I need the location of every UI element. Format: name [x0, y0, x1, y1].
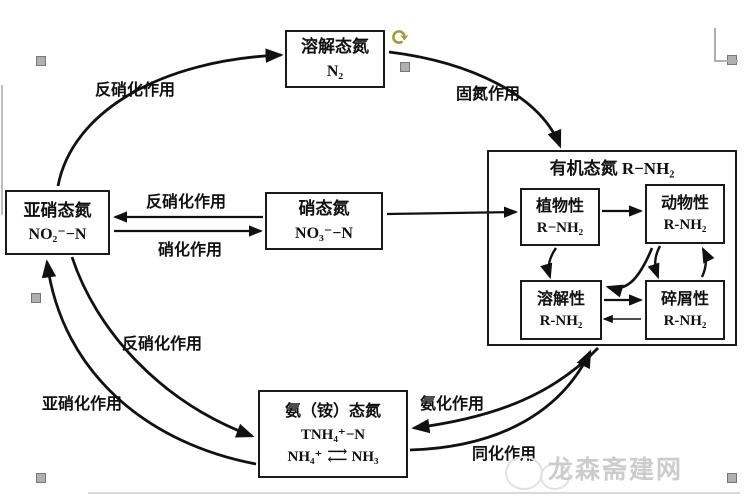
box-formula: TNH₄⁺−N [300, 426, 366, 443]
arrow-nitrite-to-n2 [56, 48, 284, 187]
arrow-right-icon: ⟶ [327, 445, 347, 461]
equilibrium-left: NH₄⁺ [287, 449, 323, 465]
box-title: 植物性 [535, 197, 584, 215]
box-dissolved-n2: 溶解态氮 N₂ [285, 30, 385, 88]
label-denitrification-top: 反硝化作用 [95, 82, 176, 99]
page-margin-line [88, 492, 740, 494]
box-title: 溶解态氮 [301, 37, 369, 57]
watermark-logo [505, 456, 543, 490]
box-organic-nitrogen: 有机态氮 R−NH₂ [487, 150, 737, 346]
arrow-organic-to-ammonium [411, 347, 600, 434]
equilibrium-row: NH₄⁺ ⟶ ⟵ NH₃ [288, 446, 379, 469]
selection-handle[interactable] [31, 293, 41, 303]
label-nitrosation: 亚硝化作用 [42, 396, 123, 413]
box-nitrate: 硝态氮 NO₃⁻−N [265, 192, 383, 250]
box-title: 动物性 [660, 194, 709, 212]
box-formula: R-NH₂ [539, 312, 583, 329]
box-nitrite: 亚硝态氮 NO₂⁻−N [5, 190, 110, 255]
box-ammonium: 氨（铵）态氮 TNH₄⁺−N NH₄⁺ ⟶ ⟵ NH₃ [258, 390, 408, 478]
page-corner-mark [714, 60, 738, 62]
rotation-handle-icon[interactable]: ⟳ [390, 25, 411, 51]
label-nitrification: 硝化作用 [158, 242, 223, 259]
box-plant-organic: 植物性 R−NH₂ [520, 188, 600, 246]
box-formula: N₂ [326, 62, 344, 80]
watermark-text: 龙森斋建网 [548, 457, 684, 484]
box-formula: R-NH₂ [663, 312, 707, 329]
box-title: 硝态氮 [298, 199, 350, 219]
box-formula: NO₂⁻−N [28, 226, 87, 244]
page-corner-mark [714, 28, 716, 62]
box-detrital-organic: 碎屑性 R-NH₂ [645, 280, 725, 340]
label-denitrification-mid: 反硝化作用 [146, 194, 227, 211]
watermark-logo [540, 463, 570, 490]
selection-handle[interactable] [400, 62, 410, 72]
box-formula: R-NH₂ [663, 216, 707, 233]
page-margin-line [1, 85, 3, 215]
equilibrium-arrows-icon: ⟶ ⟵ [327, 445, 347, 469]
box-title: 亚硝态氮 [23, 200, 92, 220]
box-animal-organic: 动物性 R-NH₂ [645, 184, 725, 244]
box-title: 溶解性 [536, 290, 585, 308]
label-denitrification-lower: 反硝化作用 [122, 336, 203, 353]
box-formula: NO₃⁻−N [295, 224, 353, 242]
box-formula: R−NH₂ [536, 219, 584, 236]
box-dissolved-organic: 溶解性 R-NH₂ [520, 280, 602, 340]
label-nitrogen-fixation: 固氮作用 [456, 86, 521, 103]
box-title: 有机态氮 R−NH₂ [549, 159, 675, 178]
arrow-left-icon: ⟵ [327, 453, 347, 469]
arrow-ammonium-to-nitrite [41, 259, 257, 466]
box-title: 氨（铵）态氮 [284, 402, 381, 420]
box-title: 碎屑性 [660, 290, 709, 308]
selection-handle[interactable] [36, 56, 46, 66]
equilibrium-right: NH₃ [351, 449, 379, 465]
label-ammonification: 氨化作用 [420, 396, 485, 413]
selection-handle[interactable] [36, 473, 46, 483]
selection-handle[interactable] [727, 473, 737, 483]
